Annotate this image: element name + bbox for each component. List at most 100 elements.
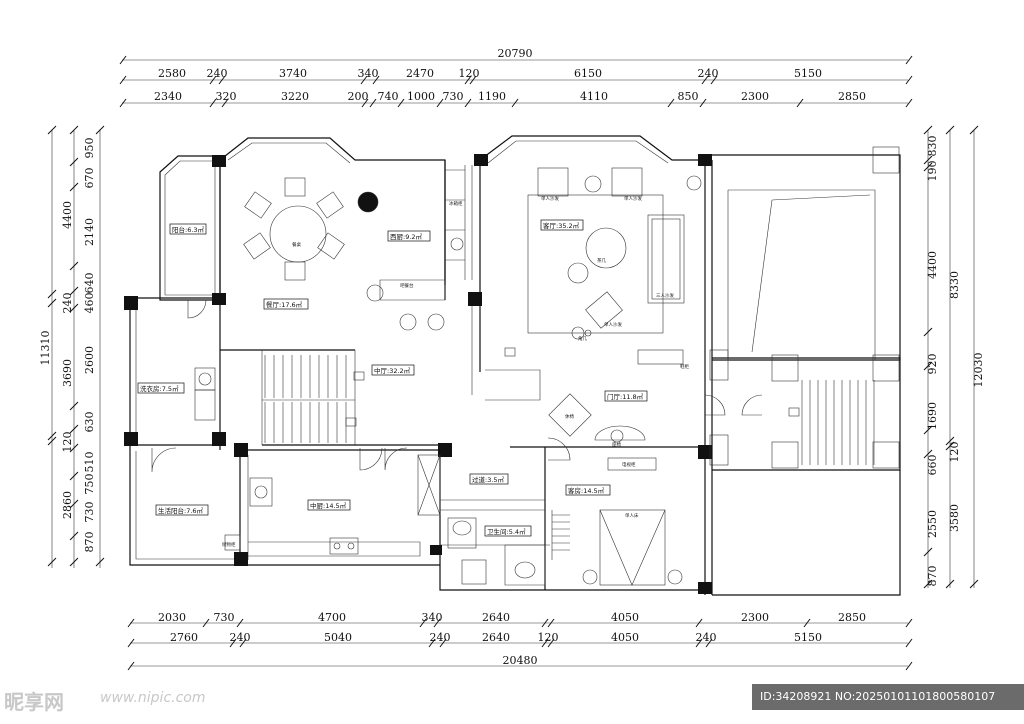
dim-bot2-7: 240 bbox=[696, 631, 717, 644]
label-fridge: 冰箱柜 bbox=[449, 200, 463, 207]
dim-bot2-5: 120 bbox=[538, 631, 559, 644]
label-side-table: 角几 bbox=[578, 335, 587, 342]
label-laundry: 洗衣房:7.5㎡ bbox=[140, 384, 179, 393]
dim-top-total: 20790 bbox=[498, 47, 533, 60]
dim-right2-0: 8330 bbox=[948, 271, 961, 299]
label-chair: 休椅 bbox=[565, 413, 574, 420]
doors bbox=[151, 299, 763, 473]
label-cabinet: 储物柜 bbox=[222, 541, 236, 548]
label-bathroom: 卫生间:5.4㎡ bbox=[487, 527, 526, 536]
dim-left2-0: 950 bbox=[83, 138, 96, 159]
dim-bot2-8: 5150 bbox=[794, 631, 822, 644]
structural-columns bbox=[124, 154, 712, 594]
label-three-sofa: 三人沙发 bbox=[656, 292, 674, 299]
small-markers bbox=[345, 347, 800, 427]
dim-right2-1: 120 bbox=[948, 442, 961, 463]
dim-bot1-6: 2300 bbox=[741, 611, 769, 624]
dim-top2-2: 3220 bbox=[281, 90, 309, 103]
dim-right1-5: 660 bbox=[926, 455, 939, 476]
garage-piers bbox=[709, 146, 900, 469]
dim-right1-2: 4400 bbox=[926, 251, 939, 279]
dim-bot2-2: 5040 bbox=[324, 631, 352, 644]
dim-top2-3: 200 bbox=[348, 90, 369, 103]
dim-top2-5: 1000 bbox=[407, 90, 435, 103]
dim-top1-1: 240 bbox=[207, 67, 228, 80]
dim-top2-1: 320 bbox=[216, 90, 237, 103]
watermark-logo: 昵享网 bbox=[4, 690, 64, 714]
dim-left2-9: 730 bbox=[83, 502, 96, 523]
dim-left1-4: 2860 bbox=[61, 491, 74, 519]
label-bar: 吧餐台 bbox=[400, 282, 414, 289]
dim-top2-0: 2340 bbox=[154, 90, 182, 103]
dim-top2-10: 2300 bbox=[741, 90, 769, 103]
dim-top2-9: 850 bbox=[678, 90, 699, 103]
label-corridor: 过道:3.5㎡ bbox=[472, 475, 505, 484]
dim-left2-1: 670 bbox=[83, 168, 96, 189]
dim-bot1-2: 4700 bbox=[318, 611, 346, 624]
dim-top1-3: 340 bbox=[358, 67, 379, 80]
dim-top2-4: 740 bbox=[378, 90, 399, 103]
dim-top1-7: 240 bbox=[698, 67, 719, 80]
dim-right-total: 12030 bbox=[972, 353, 985, 388]
dim-bot1-1: 730 bbox=[214, 611, 235, 624]
stairs bbox=[264, 355, 875, 560]
dim-bot2-4: 2640 bbox=[482, 631, 510, 644]
dim-left2-10: 870 bbox=[83, 532, 96, 553]
dim-right1-7: 870 bbox=[926, 566, 939, 587]
dim-left2-3: 640 bbox=[83, 273, 96, 294]
label-tea-cabinet: 电视柜 bbox=[622, 461, 636, 468]
dining-furniture bbox=[243, 177, 464, 331]
furniture-labels: 餐桌 吧餐台 茶几 单人沙发 单人沙发 三人沙发 角几 单人沙发 单人床 冰箱柜… bbox=[222, 195, 689, 548]
label-single-sofa-1: 单人沙发 bbox=[541, 195, 559, 202]
living-furniture bbox=[527, 167, 702, 471]
dim-bot1-5: 4050 bbox=[611, 611, 639, 624]
label-single-sofa-3: 单人沙发 bbox=[604, 321, 622, 328]
label-hall: 中厅:32.2㎡ bbox=[374, 366, 411, 375]
dim-bot1-0: 2030 bbox=[158, 611, 186, 624]
dim-right1-0: 830 bbox=[926, 136, 939, 157]
dim-right1-3: 920 bbox=[926, 354, 939, 375]
dim-left2-5: 2600 bbox=[83, 346, 96, 374]
fixtures bbox=[194, 367, 683, 586]
dim-top2-7: 1190 bbox=[478, 90, 506, 103]
dim-left-total: 11310 bbox=[39, 331, 52, 366]
dim-bot1-3: 340 bbox=[422, 611, 443, 624]
dim-top2-11: 2850 bbox=[838, 90, 866, 103]
dim-top1-0: 2580 bbox=[158, 67, 186, 80]
dim-top1-6: 6150 bbox=[574, 67, 602, 80]
dim-top2-6: 730 bbox=[443, 90, 464, 103]
label-foyer: 门厅:11.8㎡ bbox=[607, 392, 644, 401]
room-labels: 阳台:6.3㎡ 餐厅:17.6㎡ 西厨:9.2㎡ 客厅:35.2㎡ 洗衣房:7.… bbox=[137, 219, 648, 537]
dim-bot2-0: 2760 bbox=[170, 631, 198, 644]
label-dining-table: 餐桌 bbox=[292, 241, 301, 248]
dim-top1-8: 5150 bbox=[794, 67, 822, 80]
label-balcony: 阳台:6.3㎡ bbox=[172, 225, 205, 234]
dimension-ticks bbox=[47, 55, 979, 671]
label-service-balcony: 生活阳台:7.6㎡ bbox=[158, 506, 204, 515]
dim-top2-8: 4110 bbox=[580, 90, 608, 103]
dim-left2-7: 510 bbox=[83, 452, 96, 473]
dim-bot1-4: 2640 bbox=[482, 611, 510, 624]
label-coffee-table: 茶几 bbox=[597, 257, 606, 264]
dim-right1-6: 2550 bbox=[926, 510, 939, 538]
label-shoe-cabinet: 鞋柜 bbox=[680, 363, 689, 370]
dim-right2-2: 3580 bbox=[948, 504, 961, 532]
dim-left1-1: 240 bbox=[61, 293, 74, 314]
label-chair2: 座椅 bbox=[612, 441, 621, 448]
dim-left1-2: 3690 bbox=[61, 359, 74, 387]
dim-right1-1: 190 bbox=[926, 161, 939, 182]
dim-bot2-6: 4050 bbox=[611, 631, 639, 644]
label-guest: 客房:14.5㎡ bbox=[568, 486, 605, 495]
dim-left2-4: 460 bbox=[83, 293, 96, 314]
dim-bot1-7: 2850 bbox=[838, 611, 866, 624]
dim-right1-4: 1690 bbox=[926, 402, 939, 430]
dim-left1-0: 4400 bbox=[61, 201, 74, 229]
label-western-kitchen: 西厨:9.2㎡ bbox=[390, 232, 423, 241]
dim-left2-2: 2140 bbox=[83, 218, 96, 246]
dim-left2-6: 630 bbox=[83, 412, 96, 433]
dim-left1-3: 120 bbox=[61, 432, 74, 453]
dimension-lines bbox=[51, 59, 975, 667]
dim-bot2-3: 240 bbox=[430, 631, 451, 644]
label-bed: 单人床 bbox=[625, 512, 639, 519]
dimension-texts: 20790 2580 240 3740 340 2470 120 6150 24… bbox=[39, 47, 985, 667]
